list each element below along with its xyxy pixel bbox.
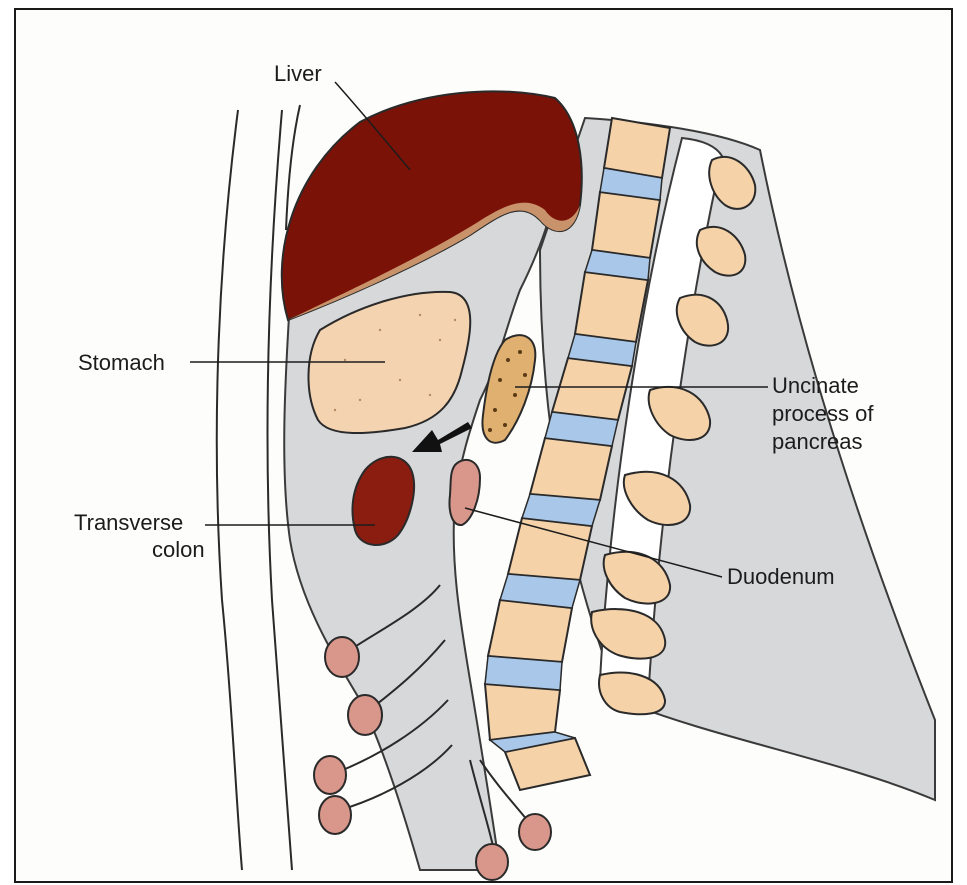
label-uncinate-line2: process of [772, 401, 874, 426]
bowel-loop [476, 844, 508, 880]
bowel-loop [314, 756, 346, 794]
vertebral-body [575, 272, 648, 342]
abdominal-wall-outer [217, 110, 242, 870]
label-transverse-line2: colon [152, 537, 205, 562]
duodenum-shape [450, 460, 481, 525]
bowel-loop [348, 695, 382, 735]
label-liver: Liver [274, 61, 322, 86]
label-duodenum: Duodenum [727, 564, 835, 589]
vertebral-body [485, 684, 560, 740]
vertebral-body [530, 438, 612, 500]
bowel-loop [519, 814, 551, 850]
vertebral-body [508, 518, 592, 580]
bowel-loop [325, 637, 359, 677]
label-stomach: Stomach [78, 350, 165, 375]
label-transverse-line1: Transverse [74, 510, 183, 535]
label-uncinate-line1: Uncinate [772, 373, 859, 398]
bowel-loop [319, 796, 351, 834]
vertebral-body [488, 600, 572, 662]
intervertebral-disc [485, 656, 562, 690]
vertebral-body [592, 192, 660, 258]
label-uncinate-line3: pancreas [772, 429, 863, 454]
